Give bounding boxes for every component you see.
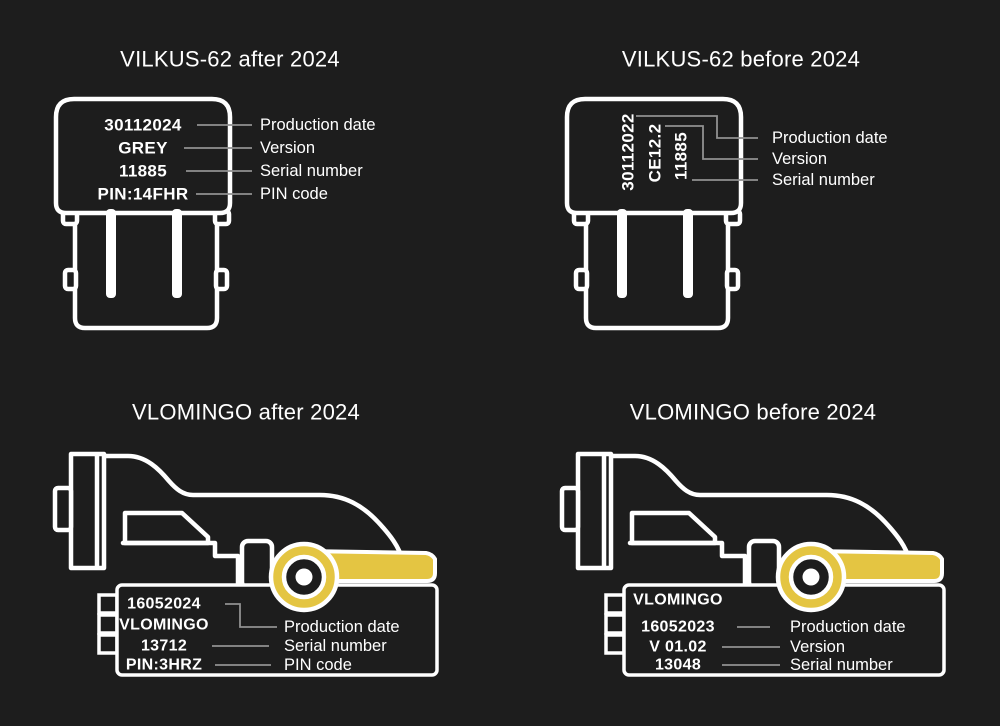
annotation-production-date: Production date xyxy=(790,618,906,636)
panel-title: VLOMINGO after 2024 xyxy=(132,400,360,425)
plate-value-pin: PIN:3HRZ xyxy=(126,657,202,674)
panel-vilkus-after: VILKUS-62 after 2024 30112024 GREY 11885… xyxy=(56,47,376,329)
vlomingo-before-device xyxy=(562,454,944,675)
panel-title: VILKUS-62 before 2024 xyxy=(622,47,860,72)
leader-line xyxy=(665,125,758,160)
plate-value-model: VLOMINGO xyxy=(119,617,209,634)
plate-value-serial: 13712 xyxy=(141,638,187,655)
device-value-pin: PIN:14FHR xyxy=(98,185,189,204)
panel-vilkus-before: VILKUS-62 before 2024 30112022 CE12.2 11… xyxy=(567,47,888,329)
plate-value-production-date: 16052024 xyxy=(127,596,201,613)
plate-value-version: V 01.02 xyxy=(649,639,706,656)
annotation-serial: Serial number xyxy=(790,656,893,674)
panel-title: VLOMINGO before 2024 xyxy=(630,400,877,425)
annotation-version: Version xyxy=(772,150,827,168)
plate-value-serial: 13048 xyxy=(655,657,701,674)
annotation-serial: Serial number xyxy=(284,637,387,655)
annotation-serial: Serial number xyxy=(772,171,875,189)
panel-title: VILKUS-62 after 2024 xyxy=(120,47,340,72)
annotation-production-date: Production date xyxy=(284,618,400,636)
annotation-serial: Serial number xyxy=(260,162,363,180)
leader-line xyxy=(636,115,758,139)
device-value-version: CE12.2 xyxy=(646,124,665,183)
annotation-production-date: Production date xyxy=(260,116,376,134)
device-value-production-date: 30112022 xyxy=(619,113,638,190)
annotation-pin: PIN code xyxy=(260,185,328,203)
annotation-version: Version xyxy=(790,638,845,656)
panel-vlomingo-after: VLOMINGO after 2024 16052024 VLOMINGO 13… xyxy=(55,400,437,676)
device-value-serial: 11885 xyxy=(119,162,167,181)
annotation-production-date: Production date xyxy=(772,129,888,147)
annotation-pin: PIN code xyxy=(284,656,352,674)
device-value-version: GREY xyxy=(118,139,168,158)
plate-value-model: VLOMINGO xyxy=(633,592,723,609)
panel-vlomingo-before: VLOMINGO before 2024 VLOMINGO 16052023 V… xyxy=(562,400,944,676)
device-value-production-date: 30112024 xyxy=(104,116,182,135)
plate-value-production-date: 16052023 xyxy=(641,619,715,636)
annotation-version: Version xyxy=(260,139,315,157)
leader-line xyxy=(225,603,277,628)
device-value-serial: 11885 xyxy=(672,132,691,180)
